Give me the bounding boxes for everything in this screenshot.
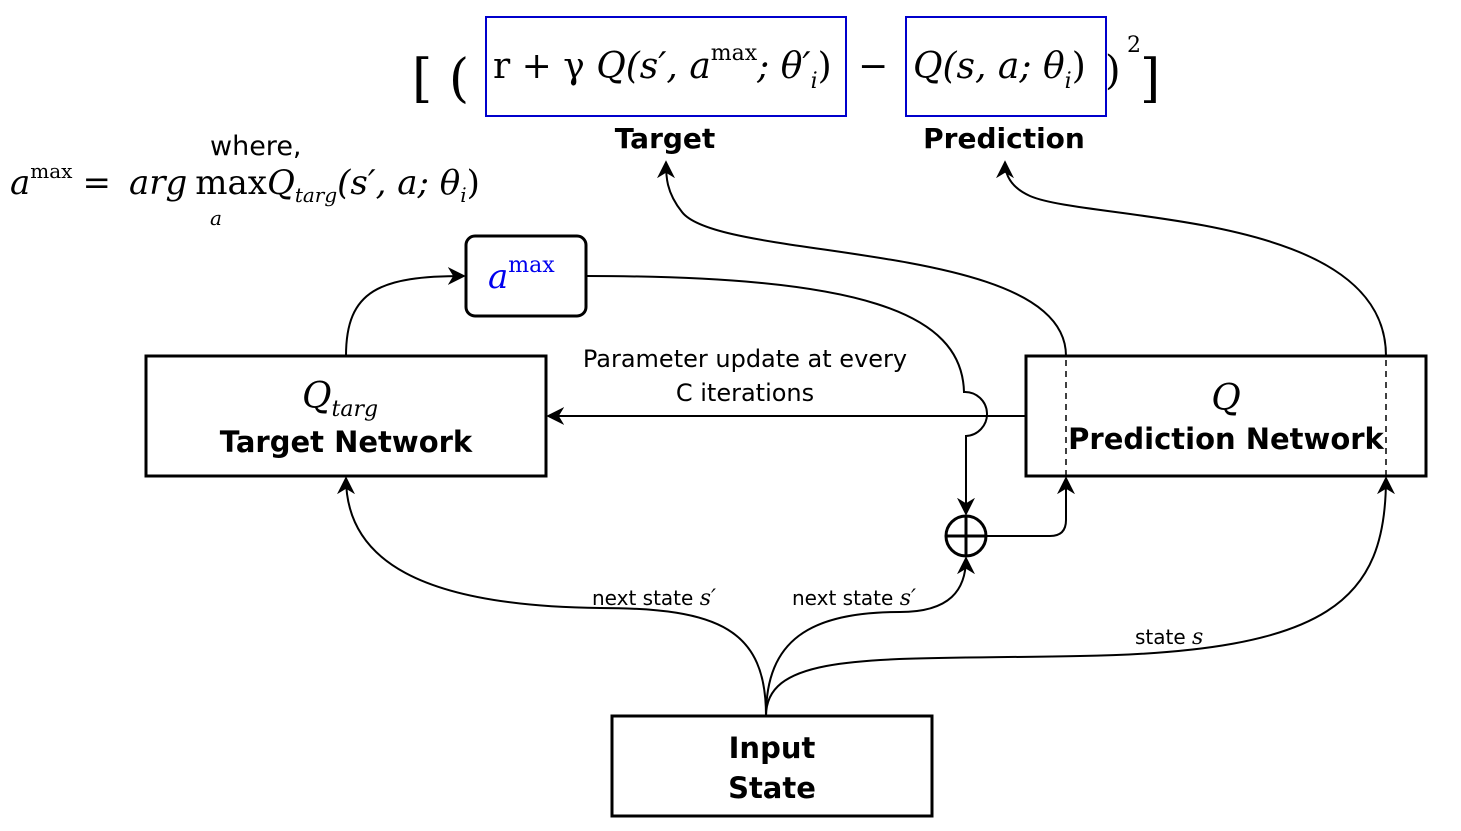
target-network-symbol: Qtarg	[302, 376, 378, 422]
prediction-expression: Q(s, a; θi)	[913, 46, 1086, 94]
update-label-line2: C iterations	[676, 379, 814, 407]
equation-power: 2	[1127, 33, 1141, 58]
edge-prednet-to-target	[657, 160, 1067, 357]
prediction-network-box	[1024, 354, 1428, 478]
argmax-subscript: a	[210, 206, 222, 230]
edge-prednet-to-prediction	[996, 160, 1387, 357]
prediction-network-label: Prediction Network	[1068, 422, 1384, 456]
equation-minus: −	[858, 46, 888, 87]
edge-sum-to-prednet	[986, 476, 1075, 537]
equation-close-bracket: ]	[1140, 49, 1160, 109]
target-expression-box	[485, 16, 847, 117]
input-state-box	[610, 714, 934, 818]
target-label: Target	[615, 122, 716, 155]
edge-label-next-state-1: next state s′	[592, 586, 716, 611]
target-network-box	[144, 354, 548, 478]
target-network-label: Target Network	[220, 425, 473, 459]
update-label-line1: Parameter update at every	[583, 345, 907, 373]
edge-label-state: state s	[1135, 625, 1203, 650]
prediction-expression-box	[905, 16, 1107, 117]
amax-box-label: amax	[488, 253, 555, 297]
edge-label-next-state-2: next state s′	[792, 586, 916, 611]
where-word: where,	[210, 131, 302, 162]
edge-input-to-sum	[765, 556, 975, 717]
equation-close-paren: )	[1105, 48, 1121, 94]
loss-equation: [ ( r + γ Q(s′, amax; θ′i) − Q(s, a; θi)…	[412, 16, 1160, 117]
input-state-line2: State	[728, 771, 816, 805]
edge-amax-to-sum	[585, 275, 988, 516]
input-state-line1: Input	[729, 731, 816, 765]
prediction-label: Prediction	[923, 122, 1085, 155]
edge-input-to-targnet	[337, 476, 767, 717]
edge-targnet-to-amax	[345, 267, 466, 357]
sum-node	[944, 514, 988, 558]
prediction-network-symbol: Q	[1211, 378, 1241, 419]
target-expression: r + γ Q(s′, amax; θ′i)	[493, 41, 832, 94]
edge-input-to-prednet	[765, 476, 1395, 717]
equation-open: [ (	[412, 49, 469, 109]
